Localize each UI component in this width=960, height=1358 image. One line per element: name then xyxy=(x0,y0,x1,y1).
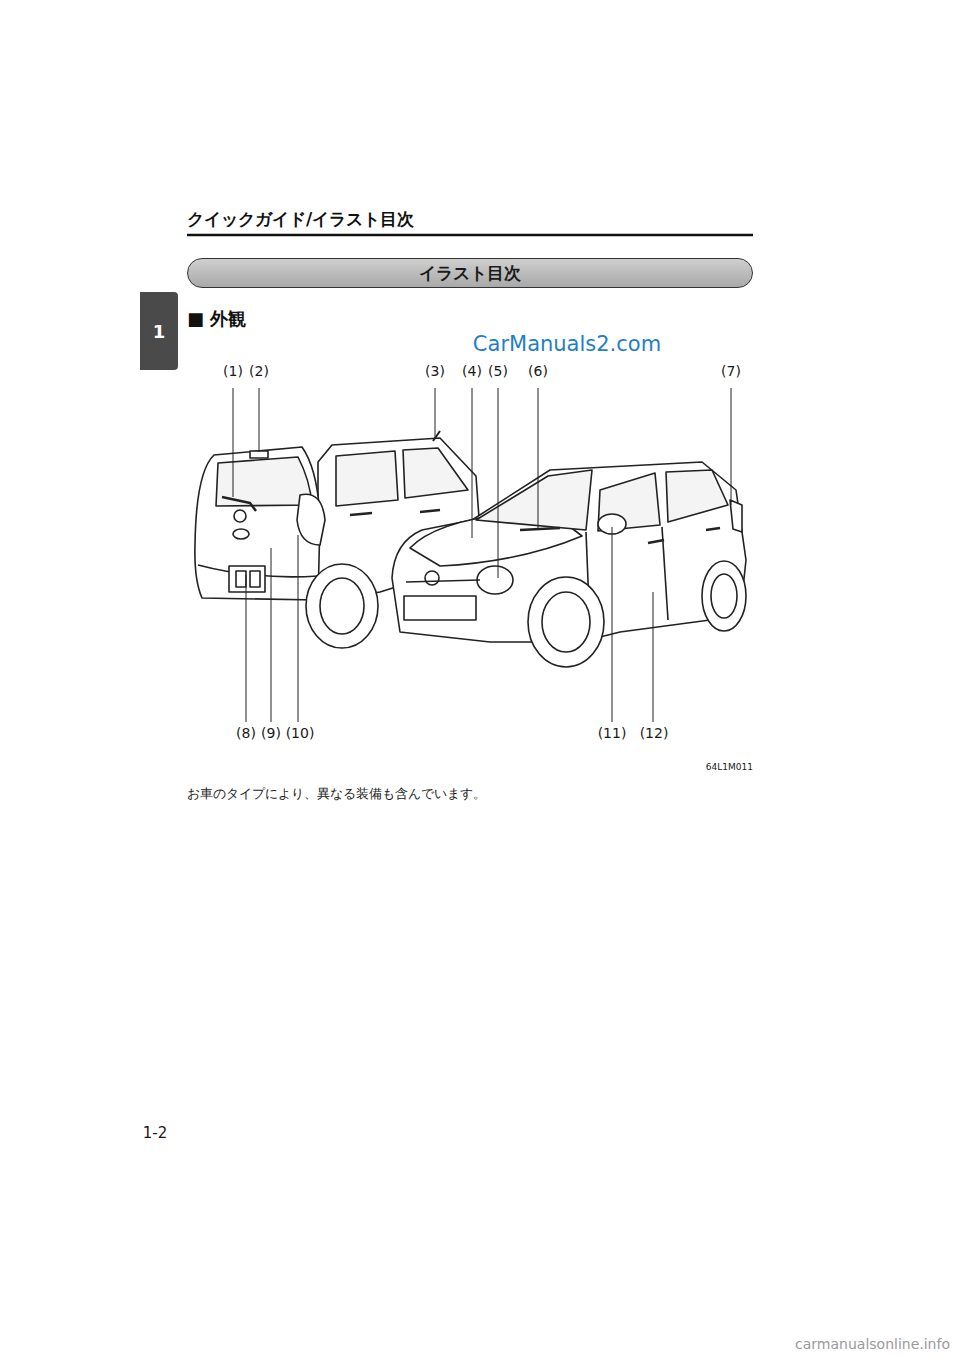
callout-number: (8) xyxy=(236,725,256,741)
callout-number: (9) xyxy=(261,725,281,741)
watermark: CarManuals2.com xyxy=(473,332,661,356)
chapter-tab: 1 xyxy=(140,292,178,370)
callout-number: (4) xyxy=(462,363,482,379)
page-number: 1-2 xyxy=(143,1125,168,1142)
callout-number: (11) xyxy=(598,725,627,741)
callout-number: (10) xyxy=(286,725,315,741)
watermark: carmanualsonline.info xyxy=(795,1336,950,1352)
figure-code: 64L1M011 xyxy=(706,762,753,772)
running-header: クイックガイド/イラスト目次 xyxy=(187,210,414,230)
note-text: お車のタイプにより、異なる装備も含んでいます。 xyxy=(187,787,486,802)
callout-number: (12) xyxy=(640,725,669,741)
callout-number: (5) xyxy=(488,363,508,379)
node-text: イラスト目次 xyxy=(419,262,521,285)
callout-number: (3) xyxy=(425,363,445,379)
callout-number: (1) xyxy=(223,363,243,379)
callout-number: (7) xyxy=(721,363,741,379)
section-subheading: ■ 外観 xyxy=(187,309,246,330)
callout-number: (6) xyxy=(528,363,548,379)
callout-number: (2) xyxy=(249,363,269,379)
node-text: 1 xyxy=(153,321,166,342)
section-heading-bar: イラスト目次 xyxy=(187,258,753,288)
